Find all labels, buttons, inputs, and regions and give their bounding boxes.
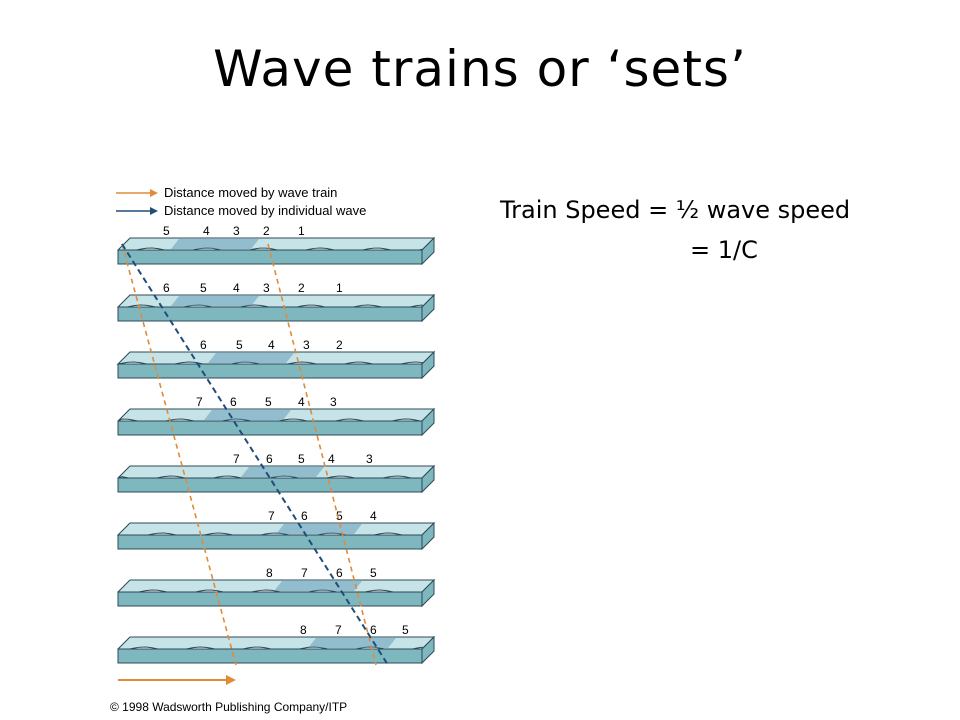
wave-number-label: 6 <box>370 623 377 637</box>
legend-train-arrow <box>116 189 158 197</box>
wave-number-label: 5 <box>265 395 272 409</box>
wave-train-figure: Distance moved by wave train Distance mo… <box>116 185 436 685</box>
panel-end <box>421 635 435 665</box>
train-front-guide <box>267 243 377 666</box>
wave-crest <box>308 638 396 648</box>
legend-train-label: Distance moved by wave train <box>164 185 337 200</box>
individual-wave-guide <box>121 243 389 666</box>
panel-side <box>117 534 423 550</box>
wave-number-label: 5 <box>402 623 409 637</box>
wave-crest <box>274 581 362 591</box>
panel-end <box>421 407 435 437</box>
wave-number-label: 6 <box>163 281 170 295</box>
wave-number-label: 6 <box>200 338 207 352</box>
wave-panel: 7 6 5 4 <box>116 509 436 551</box>
wave-crest <box>171 296 259 306</box>
wave-number-label: 1 <box>336 281 343 295</box>
wave-number-label: 2 <box>263 224 270 238</box>
panel-side <box>117 249 423 265</box>
wave-number-label: 7 <box>233 452 240 466</box>
wave-number-label: 4 <box>203 224 210 238</box>
bottom-train-arrow <box>118 675 236 685</box>
wave-panel: 7 6 5 4 3 <box>117 452 436 494</box>
wave-number-label: 4 <box>233 281 240 295</box>
panel-side <box>117 477 423 493</box>
panel-side <box>117 306 423 322</box>
wave-number-label: 2 <box>298 281 305 295</box>
panel-side <box>117 591 423 607</box>
formula-line-2: = 1/C <box>690 236 758 264</box>
wave-number-label: 5 <box>236 338 243 352</box>
wave-number-label: 4 <box>370 509 377 523</box>
wave-number-label: 4 <box>268 338 275 352</box>
wave-number-label: 8 <box>300 623 307 637</box>
wave-number-label: 7 <box>335 623 342 637</box>
wave-panel: 8 7 6 5 <box>117 623 436 665</box>
wave-number-label: 5 <box>336 509 343 523</box>
wave-crest <box>241 467 324 477</box>
panel-end <box>421 350 435 380</box>
panel-surface <box>116 522 436 538</box>
wave-number-label: 6 <box>336 566 343 580</box>
wave-panel: 6 5 4 3 2 1 <box>117 281 436 323</box>
wave-number-label: 3 <box>233 224 240 238</box>
wave-panel: 7 6 5 4 3 <box>117 395 436 437</box>
slide-title: Wave trains or ‘sets’ <box>213 40 747 98</box>
legend: Distance moved by wave train Distance mo… <box>116 185 366 218</box>
wave-panel: 8 7 6 5 <box>117 566 436 608</box>
wave-number-label: 3 <box>303 338 310 352</box>
panel-end <box>421 236 435 266</box>
wave-number-label: 6 <box>266 452 273 466</box>
train-rear-guide <box>121 243 237 666</box>
wave-number-label: 7 <box>196 395 203 409</box>
wave-crest <box>208 353 294 363</box>
panel-end <box>421 521 435 551</box>
wave-panel: 6 5 4 3 2 <box>116 338 436 380</box>
speed-formula: Train Speed = ½ wave speed = 1/C <box>500 190 850 270</box>
wave-number-label: 5 <box>370 566 377 580</box>
wave-number-label: 4 <box>328 452 335 466</box>
legend-wave-arrow <box>116 207 158 215</box>
wave-panel: 5 4 3 2 1 <box>117 224 436 266</box>
copyright-notice: © 1998 Wadsworth Publishing Company/ITP <box>110 700 348 714</box>
wave-number-label: 8 <box>266 566 273 580</box>
wave-panels: 5 4 3 2 1 6 5 4 3 2 1 6 5 4 3 2 7 6 5 4 3 7 6 5 4 3 7 6 5 4 8 7 6 5 8 7 6 5 <box>116 224 436 665</box>
panel-surface <box>117 465 436 481</box>
wave-crest <box>204 410 291 420</box>
wave-crest <box>276 524 362 534</box>
wave-crest <box>171 239 259 249</box>
panel-end <box>421 464 435 494</box>
panel-side <box>117 420 423 436</box>
guide-lines <box>121 243 389 666</box>
wave-number-label: 6 <box>230 395 237 409</box>
wave-number-label: 7 <box>268 509 275 523</box>
wave-number-label: 3 <box>330 395 337 409</box>
wave-number-label: 5 <box>200 281 207 295</box>
wave-number-label: 6 <box>301 509 308 523</box>
wave-number-label: 5 <box>298 452 305 466</box>
legend-wave-label: Distance moved by individual wave <box>164 203 366 218</box>
panel-side <box>117 648 423 664</box>
panel-side <box>117 363 423 379</box>
panel-end <box>421 578 435 608</box>
formula-line-1: Train Speed = ½ wave speed <box>500 196 851 224</box>
wave-number-label: 7 <box>301 566 308 580</box>
wave-number-label: 5 <box>163 224 170 238</box>
wave-number-label: 1 <box>298 224 305 238</box>
wave-number-label: 3 <box>263 281 270 295</box>
wave-number-label: 3 <box>366 452 373 466</box>
wave-number-label: 2 <box>336 338 343 352</box>
panel-end <box>421 293 435 323</box>
wave-number-label: 4 <box>298 395 305 409</box>
